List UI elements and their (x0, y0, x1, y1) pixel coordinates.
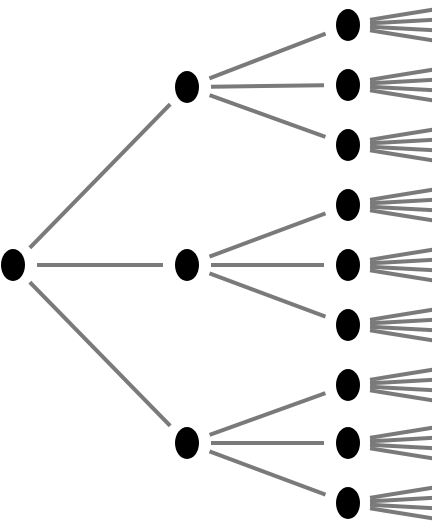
edge-leaf-3-branch-2 (369, 137, 432, 146)
tree-node-1-3 (336, 129, 360, 161)
edge-leaf-1-branch-2 (369, 17, 432, 26)
edge-leaf-4-branch-1 (369, 187, 432, 202)
edge-leaf-3-branch-4 (369, 148, 432, 163)
edge-leaf-8-branch-3 (369, 442, 432, 451)
tree-node-2 (175, 249, 199, 281)
edge-root-to-node-1 (28, 102, 172, 250)
edge-leaf-7-branch-2 (369, 377, 432, 386)
edge-leaf-2-branch-4 (369, 88, 432, 103)
edge-node-2-to-node-2-1 (208, 211, 327, 259)
edge-node-3-to-node-3-3 (208, 449, 327, 497)
edge-leaf-6-branch-3 (369, 324, 432, 333)
nodes-layer (1, 9, 360, 519)
tree-node-3-2 (336, 427, 360, 459)
edge-leaf-3-branch-1 (369, 127, 432, 142)
edge-leaf-2-branch-3 (369, 84, 432, 93)
tree-node-2-3 (336, 309, 360, 341)
edge-leaf-2-branch-2 (369, 77, 432, 86)
root-node (1, 249, 25, 281)
edge-node-1-to-node-1-2 (210, 83, 325, 89)
tree-node-2-2 (336, 249, 360, 281)
edge-leaf-1-branch-4 (369, 28, 432, 43)
tree-node-1-1 (336, 9, 360, 41)
tree-node-3-1 (336, 369, 360, 401)
edges-layer (28, 7, 432, 521)
tree-node-1 (175, 71, 199, 103)
edge-leaf-8-branch-2 (369, 435, 432, 444)
tree-node-1-2 (336, 69, 360, 101)
edge-leaf-6-branch-2 (369, 317, 432, 326)
edge-leaf-7-branch-4 (369, 388, 432, 403)
edge-leaf-7-branch-3 (369, 384, 432, 393)
tree-node-3-3 (336, 487, 360, 519)
edge-leaf-1-branch-3 (369, 24, 432, 33)
edge-leaf-2-branch-1 (369, 67, 432, 82)
edge-leaf-9-branch-4 (369, 506, 432, 521)
tree-node-2-1 (336, 189, 360, 221)
edge-leaf-8-branch-4 (369, 446, 432, 461)
edge-leaf-9-branch-2 (369, 495, 432, 504)
edge-leaf-5-branch-2 (369, 257, 432, 266)
edge-node-3-to-node-3-1 (208, 391, 327, 437)
edge-leaf-5-branch-1 (369, 247, 432, 262)
edge-leaf-8-branch-1 (369, 425, 432, 440)
edge-node-1-to-node-1-1 (208, 31, 327, 81)
edge-leaf-9-branch-1 (369, 485, 432, 500)
edge-leaf-7-branch-1 (369, 367, 432, 382)
edge-leaf-5-branch-3 (369, 264, 432, 273)
tree-node-3 (175, 427, 199, 459)
edge-leaf-3-branch-3 (369, 144, 432, 153)
edge-node-1-to-node-1-3 (208, 93, 327, 139)
edge-root-to-node-3 (28, 280, 172, 428)
edge-node-2-to-node-2-3 (208, 271, 327, 319)
edge-leaf-6-branch-4 (369, 328, 432, 343)
edge-leaf-4-branch-2 (369, 197, 432, 206)
edge-leaf-5-branch-4 (369, 268, 432, 283)
edge-leaf-4-branch-4 (369, 208, 432, 223)
edge-leaf-4-branch-3 (369, 204, 432, 213)
edge-leaf-9-branch-3 (369, 502, 432, 511)
edge-leaf-6-branch-1 (369, 307, 432, 322)
edge-leaf-1-branch-1 (369, 7, 432, 22)
